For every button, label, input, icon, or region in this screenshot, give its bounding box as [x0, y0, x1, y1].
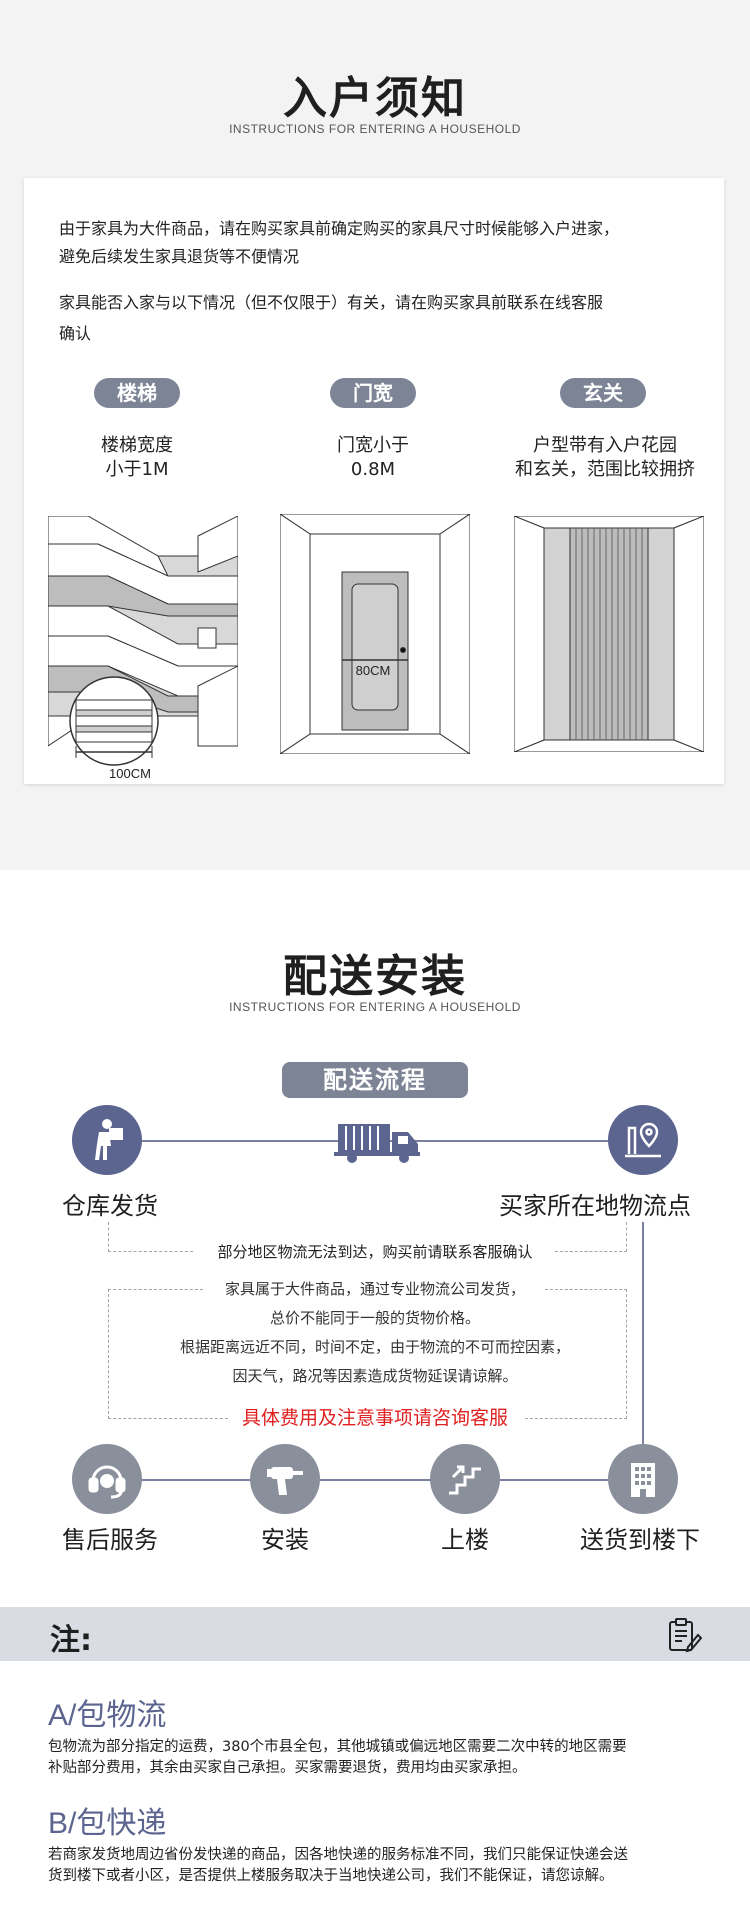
- flow-line-right: [642, 1222, 644, 1444]
- section-b-line-1: 若商家发货地周边省份发快递的商品，因各地快递的服务标准不同，我们只能保证快递会送: [48, 1847, 628, 1863]
- intro-line-4: 确认: [59, 324, 92, 343]
- intro-line-3: 家具能否入家与以下情况（但不仅限于）有关，请在购买家具前联系在线客服: [59, 293, 604, 312]
- step-warehouse: 仓库发货: [62, 1192, 158, 1220]
- flow-line-bottom: [100, 1479, 660, 1481]
- dash-mid-right: [545, 1289, 627, 1290]
- condition-foyer-1: 户型带有入户花园: [533, 435, 677, 456]
- intro-line-2: 避免后续发生家具退货等不便情况: [59, 247, 300, 266]
- notice-line-4: 因天气，路况等因素造成货物延误请谅解。: [232, 1367, 518, 1385]
- delivery-subtitle: INSTRUCTIONS FOR ENTERING A HOUSEHOLD: [229, 1000, 521, 1014]
- delivery-flow-title: 配送流程: [282, 1062, 468, 1098]
- section-a-title: A/包物流: [48, 1699, 167, 1732]
- dash-top-left: [108, 1251, 193, 1252]
- section-a-line-1: 包物流为部分指定的运费，380个市县全包，其他城镇或偏远地区需要二次中转的地区需…: [48, 1739, 627, 1755]
- step-buyer-point: 买家所在地物流点: [499, 1192, 691, 1220]
- stairs-up-icon: [430, 1444, 500, 1514]
- dash-left-top: [108, 1222, 109, 1252]
- notice-line-1: 家具属于大件商品，通过专业物流公司发货，: [224, 1280, 525, 1298]
- section-subtitle: INSTRUCTIONS FOR ENTERING A HOUSEHOLD: [229, 122, 521, 136]
- note-title: 注:: [50, 1623, 92, 1658]
- dash-bottom-left: [108, 1418, 228, 1419]
- note-bar: 注:: [0, 1607, 750, 1661]
- condition-stairs-1: 楼梯宽度: [101, 435, 173, 456]
- section-a-line-2: 补贴部分费用，其余由买家自己承担。买家需要退货，费用均由买家承担。: [48, 1760, 527, 1776]
- dash-box-right: [626, 1289, 627, 1419]
- notice-line-2: 总价不能同于一般的货物价格。: [269, 1309, 480, 1327]
- tag-door: 门宽: [330, 378, 416, 408]
- location-pin-icon: [608, 1105, 678, 1175]
- dash-box-left: [108, 1289, 109, 1419]
- step-install: 安装: [261, 1526, 309, 1554]
- dash-bottom-right: [525, 1418, 627, 1419]
- foyer-illustration: [514, 516, 704, 752]
- tag-stairs: 楼梯: [94, 378, 180, 408]
- notice-red-wrap: 具体费用及注意事项请咨询客服: [150, 1403, 600, 1430]
- condition-door-1: 门宽小于: [337, 435, 409, 456]
- warehouse-worker-icon: [72, 1105, 142, 1175]
- door-illustration: [280, 514, 470, 754]
- section-b-title: B/包快递: [48, 1807, 167, 1840]
- info-card: 由于家具为大件商品，请在购买家具前确定购买的家具尺寸时候能够入户进家， 避免后续…: [24, 178, 724, 784]
- tag-foyer: 玄关: [560, 378, 646, 408]
- stairs-dimension: 100CM: [109, 766, 151, 781]
- household-entry-section: 入户须知 INSTRUCTIONS FOR ENTERING A HOUSEHO…: [0, 0, 750, 870]
- drill-icon: [250, 1444, 320, 1514]
- notice-red: 具体费用及注意事项请咨询客服: [241, 1407, 508, 1429]
- headset-icon: [72, 1444, 142, 1514]
- door-dimension: 80CM: [355, 663, 391, 678]
- step-upstairs: 上楼: [441, 1526, 489, 1554]
- step-after-sales: 售后服务: [62, 1526, 158, 1554]
- condition-door-2: 0.8M: [350, 459, 396, 480]
- truck-icon: [334, 1124, 420, 1163]
- intro-line-1: 由于家具为大件商品，请在购买家具前确定购买的家具尺寸时候能够入户进家，: [59, 219, 620, 238]
- dash-top-right: [555, 1251, 627, 1252]
- stairs-illustration: [48, 516, 238, 766]
- step-downstairs: 送货到楼下: [580, 1526, 700, 1554]
- section-b-line-2: 货到楼下或者小区，是否提供上楼服务取决于当地快递公司，我们不能保证，请您谅解。: [48, 1868, 614, 1884]
- condition-stairs-2: 小于1M: [105, 459, 169, 480]
- section-title: 入户须知: [283, 73, 467, 124]
- dash-mid-left: [108, 1289, 203, 1290]
- clipboard-icon: [669, 1618, 702, 1653]
- condition-foyer-2: 和玄关，范围比较拥挤: [515, 459, 695, 480]
- building-icon: [608, 1444, 678, 1514]
- dash-right-top: [626, 1222, 627, 1252]
- notice-top: 部分地区物流无法到达，购买前请联系客服确认: [217, 1243, 533, 1261]
- delivery-title: 配送安装: [283, 951, 467, 1002]
- notice-line-3: 根据距离远近不同，时间不定，由于物流的不可而控因素，: [179, 1338, 570, 1356]
- notice-top-wrap: 部分地区物流无法到达，购买前请联系客服确认: [160, 1241, 590, 1262]
